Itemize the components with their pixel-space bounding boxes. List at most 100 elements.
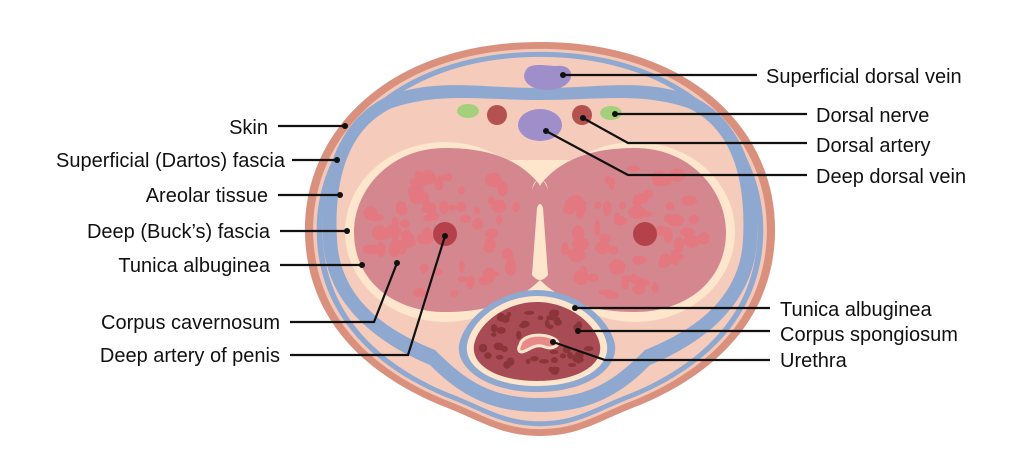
cavernous-space	[587, 273, 599, 282]
left-labels: Skin Superficial (Dartos) fascia Areolar…	[56, 117, 448, 367]
cavernous-spaces	[362, 165, 710, 299]
cavernous-space	[384, 224, 402, 238]
spongy-space	[495, 354, 504, 360]
cavernous-space	[572, 237, 590, 251]
leader-dot	[342, 123, 348, 129]
cavernous-space	[423, 214, 435, 222]
cavernous-space	[659, 253, 672, 268]
cavernous-space	[673, 253, 685, 261]
cavernous-space	[613, 215, 628, 226]
spongy-space	[546, 315, 554, 321]
label-urethra: Urethra	[780, 350, 848, 372]
cavernous-space	[609, 259, 626, 275]
cavernous-space	[618, 201, 626, 210]
leader-dot	[394, 260, 400, 266]
leader-line	[290, 262, 399, 324]
urethra	[517, 333, 560, 354]
cavernous-space	[594, 201, 602, 209]
cavernous-space	[363, 205, 378, 221]
leader-dot	[560, 72, 566, 78]
cavernous-space	[680, 195, 698, 206]
cavernous-space	[599, 233, 611, 243]
spongy-space	[506, 357, 515, 366]
cavernous-space	[626, 165, 641, 172]
cavernous-space	[598, 289, 616, 296]
cavernous-space	[685, 234, 700, 248]
spongy-space	[583, 346, 594, 351]
spongy-space	[520, 320, 530, 328]
cavernous-space	[497, 181, 508, 197]
spongy-space	[501, 315, 510, 323]
spongy-space	[525, 358, 531, 365]
spongy-space	[568, 363, 577, 368]
leader-dot	[550, 339, 556, 345]
spongy-spaces	[478, 309, 594, 375]
leader-dot	[337, 192, 343, 198]
cavernous-space	[419, 263, 429, 274]
cavernous-space	[400, 229, 412, 241]
spongy-space	[548, 309, 558, 318]
corpus-spongiosum	[458, 290, 616, 392]
cavernous-space	[376, 241, 387, 258]
cavernous-space	[491, 199, 507, 213]
label-deep-dorsal-vein: Deep dorsal vein	[816, 166, 966, 188]
spongy-space	[484, 352, 492, 359]
label-skin: Skin	[229, 117, 268, 139]
right-labels: Superficial dorsal vein Dorsal nerve Dor…	[543, 66, 966, 372]
spongy-space	[548, 366, 554, 373]
dorsal-artery-left	[487, 105, 507, 125]
cavernous-space	[621, 275, 632, 283]
leader-dot	[359, 262, 365, 268]
leader-dot	[572, 305, 578, 311]
cavernous-space	[482, 267, 496, 283]
cavernous-space	[636, 278, 651, 287]
cavernous-space	[680, 227, 695, 237]
label-tunica-albuginea-right: Tunica albuginea	[780, 299, 932, 321]
spongy-space	[478, 343, 488, 353]
label-dorsal-nerve: Dorsal nerve	[816, 105, 929, 127]
cavernous-space	[371, 225, 388, 241]
spongy-space	[490, 332, 497, 337]
label-tunica-albuginea-left: Tunica albuginea	[118, 255, 270, 277]
corpora-cavernosa	[354, 148, 726, 312]
label-corpus-cavernosum: Corpus cavernosum	[101, 312, 280, 334]
cavernous-space	[628, 205, 647, 220]
cavernous-space	[421, 205, 436, 214]
cavernous-space	[449, 290, 458, 297]
spongy-space	[524, 310, 535, 315]
cavernous-space	[655, 225, 668, 236]
spongy-space	[516, 330, 522, 340]
label-corpus-spongiosum: Corpus spongiosum	[780, 324, 958, 346]
cavernous-space	[472, 218, 484, 230]
cavernous-space	[466, 275, 475, 290]
spongy-space	[547, 324, 554, 330]
leader-line	[545, 130, 807, 177]
cavernous-space	[394, 239, 407, 256]
deep-artery-right	[633, 222, 657, 246]
cavernous-space	[594, 220, 601, 236]
cavernous-space	[427, 174, 437, 184]
spongy-space	[537, 315, 544, 321]
cavernous-space	[561, 242, 569, 254]
cavernous-space	[409, 190, 425, 205]
cavernous-space	[399, 219, 410, 228]
cavernous-space	[665, 202, 675, 211]
spongy-space	[549, 349, 559, 355]
leader-dot	[344, 228, 350, 234]
cavernous-space	[484, 237, 496, 254]
spongy-space	[506, 311, 512, 317]
leader-line	[582, 117, 807, 145]
spongy-space	[490, 323, 498, 333]
cavernous-space	[642, 189, 654, 199]
label-superficial-dorsal-vein: Superficial dorsal vein	[766, 66, 962, 88]
cavernous-space	[434, 178, 444, 191]
cavernous-space	[667, 213, 685, 227]
cavernous-space	[455, 201, 466, 212]
cavernous-space	[632, 255, 641, 264]
spongy-space	[493, 342, 504, 351]
cavernous-space	[414, 170, 424, 187]
spongy-space	[574, 356, 584, 363]
cavernous-space	[458, 260, 465, 273]
spongy-space	[539, 359, 549, 364]
